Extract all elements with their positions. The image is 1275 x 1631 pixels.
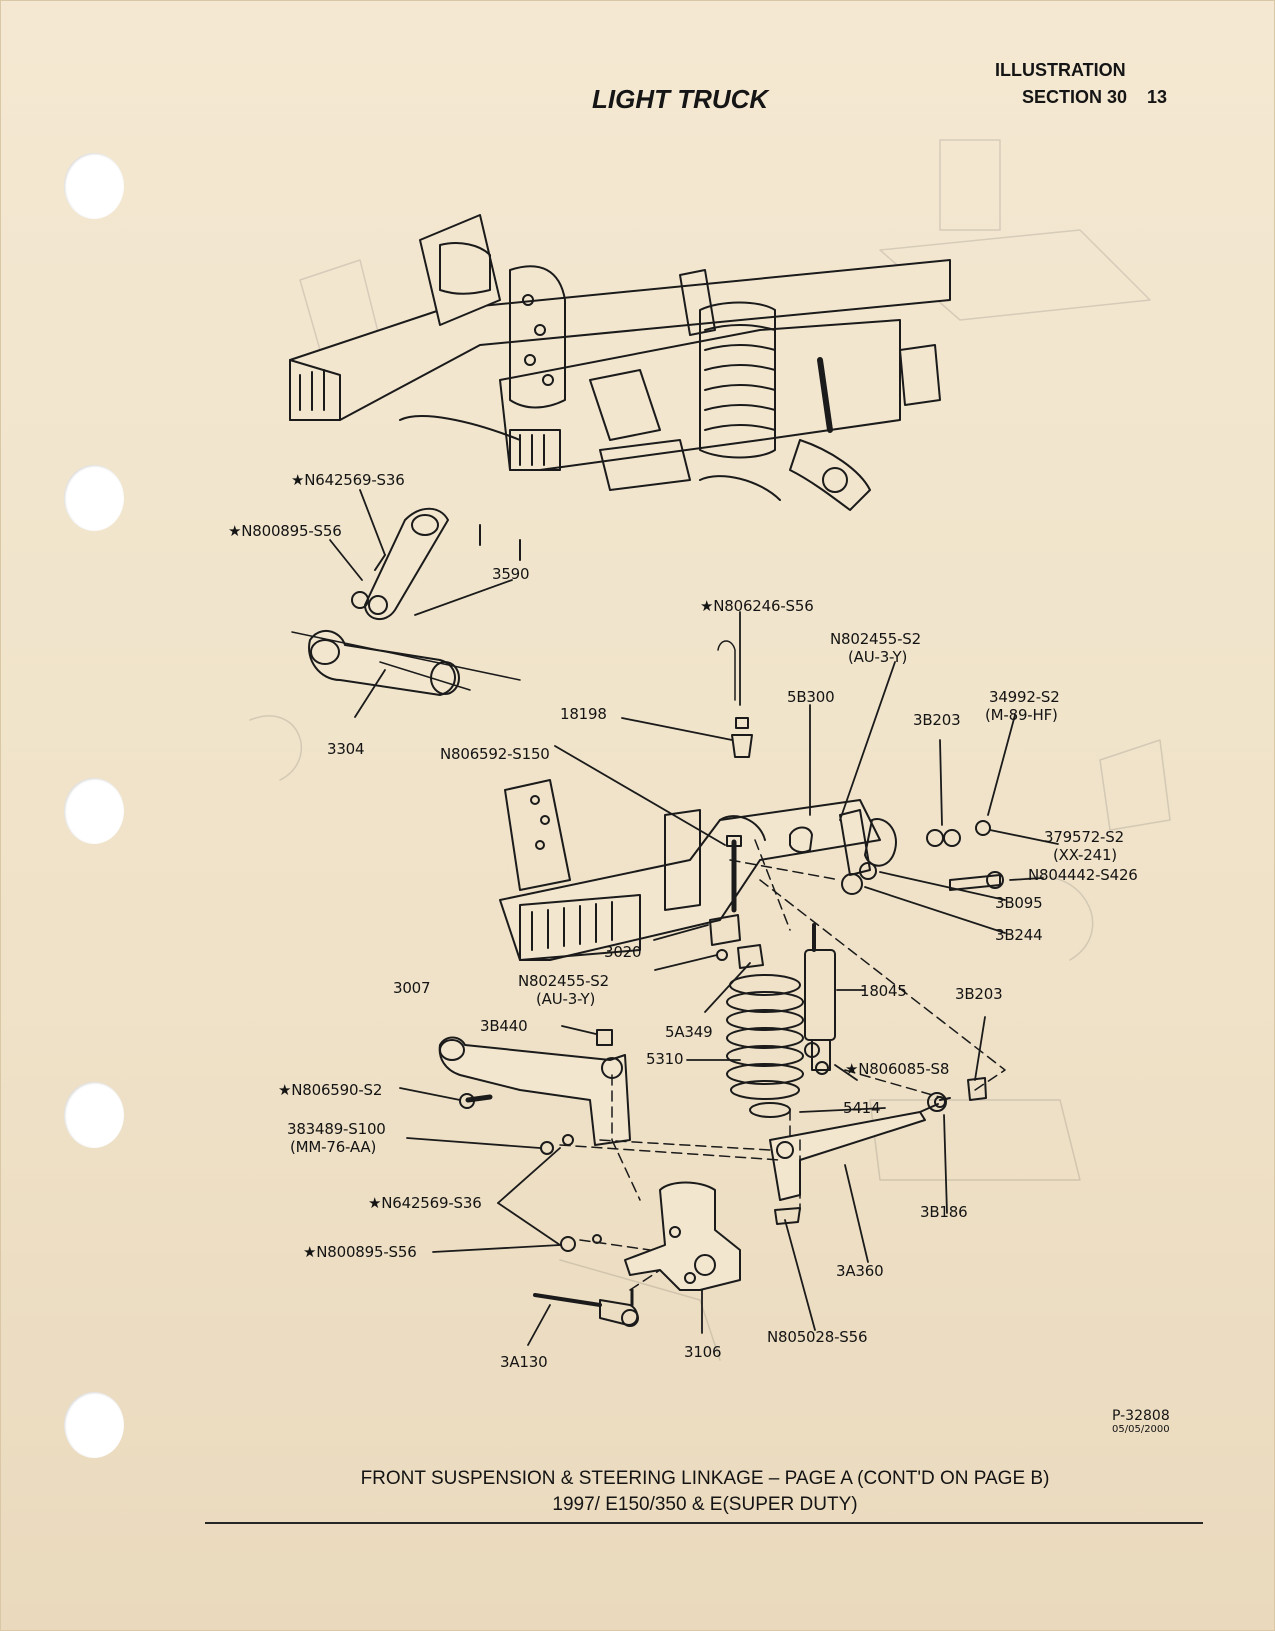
binder-hole-1 bbox=[64, 153, 124, 219]
callout-n802455-s2-upper: N802455-S2 bbox=[830, 630, 921, 648]
callout-383489-s100-note: (MM-76-AA) bbox=[290, 1138, 377, 1156]
rebound-bumper bbox=[731, 717, 753, 758]
cam-bolt bbox=[465, 1094, 493, 1103]
callout-n802455-s2-lower-note: (AU-3-Y) bbox=[536, 990, 596, 1008]
callout-3a130: 3A130 bbox=[500, 1353, 548, 1371]
spindle bbox=[624, 1181, 741, 1291]
callout-n800895-s56-lower: ★N800895-S56 bbox=[303, 1243, 417, 1261]
callout-3106: 3106 bbox=[684, 1343, 722, 1361]
pitman-arm-group bbox=[291, 507, 521, 696]
callout-379572-s2-note: (XX-241) bbox=[1053, 846, 1117, 864]
plate-number: P-32808 bbox=[1112, 1408, 1170, 1424]
callout-n804442-s426: N804442-S426 bbox=[1028, 866, 1138, 884]
footer-rule bbox=[205, 1522, 1203, 1524]
callout-n802455-s2-lower: N802455-S2 bbox=[518, 972, 609, 990]
callout-n642569-s36-upper: ★N642569-S36 bbox=[291, 471, 405, 489]
callout-5a349: 5A349 bbox=[665, 1023, 713, 1041]
callout-3b186: 3B186 bbox=[920, 1203, 968, 1221]
callout-3b203-lower: 3B203 bbox=[955, 985, 1003, 1003]
callout-3304: 3304 bbox=[327, 740, 365, 758]
jounce-bumper bbox=[709, 914, 741, 946]
lower-bushing bbox=[967, 1077, 987, 1101]
assembled-frame-view bbox=[289, 214, 951, 561]
spring-seat bbox=[749, 1102, 791, 1118]
coil-spring bbox=[726, 974, 804, 1100]
section-label: SECTION 30 bbox=[1022, 87, 1128, 107]
tie-rod-end bbox=[533, 1288, 639, 1327]
leader-lines bbox=[329, 489, 1059, 1346]
callout-383489-s100: 383489-S100 bbox=[287, 1120, 386, 1138]
callout-n800895-s56-upper: ★N800895-S56 bbox=[228, 522, 342, 540]
show-through-artwork bbox=[249, 139, 1171, 1361]
callout-n806592-s150: N806592-S150 bbox=[440, 745, 550, 763]
binder-hole-5 bbox=[64, 1392, 124, 1458]
callout-3007: 3007 bbox=[393, 979, 431, 997]
page-number: 13 bbox=[1147, 87, 1168, 107]
callout-3b440: 3B440 bbox=[480, 1017, 528, 1035]
callout-n802455-s2-upper-note: (AU-3-Y) bbox=[848, 648, 908, 666]
binder-hole-4 bbox=[64, 1082, 124, 1148]
callout-3b244: 3B244 bbox=[995, 926, 1043, 944]
callout-n806246-s56: ★N806246-S56 bbox=[700, 597, 814, 615]
callout-3020: 3020 bbox=[604, 943, 642, 961]
callout-3a360: 3A360 bbox=[836, 1262, 884, 1280]
figure-caption-line-2: 1997/ E150/350 & E(SUPER DUTY) bbox=[552, 1494, 858, 1515]
callout-3b203-upper: 3B203 bbox=[913, 711, 961, 729]
illustration-heading: ILLUSTRATION bbox=[995, 60, 1126, 80]
upper-control-arm bbox=[438, 1036, 631, 1146]
figure-caption-line-1: FRONT SUSPENSION & STEERING LINKAGE – PA… bbox=[360, 1468, 1050, 1489]
exploded-frame-section bbox=[499, 779, 897, 961]
callout-n805028-s56: N805028-S56 bbox=[767, 1328, 868, 1346]
callout-3b095: 3B095 bbox=[995, 894, 1043, 912]
shock-absorber bbox=[804, 923, 836, 1075]
ball-joint bbox=[596, 1029, 613, 1046]
callout-n642569-s36-lower: ★N642569-S36 bbox=[368, 1194, 482, 1212]
callout-5414: 5414 bbox=[843, 1099, 881, 1117]
callout-n806085-s8: ★N806085-S8 bbox=[845, 1060, 950, 1078]
bushing-stack bbox=[841, 820, 1004, 895]
callout-18045: 18045 bbox=[860, 982, 907, 1000]
callout-34992-s2-note: (M-89-HF) bbox=[985, 706, 1058, 724]
spring-insulator bbox=[737, 944, 764, 969]
callout-379572-s2: 379572-S2 bbox=[1044, 828, 1124, 846]
section-heading: SECTION 30 13 bbox=[1022, 87, 1167, 108]
binder-hole-2 bbox=[64, 465, 124, 531]
callout-5b300: 5B300 bbox=[787, 688, 835, 706]
assembly-lines bbox=[559, 839, 1006, 1291]
callout-n806590-s2: ★N806590-S2 bbox=[278, 1081, 383, 1099]
binder-hole-3 bbox=[64, 778, 124, 844]
callout-3590: 3590 bbox=[492, 565, 530, 583]
plate-date: 05/05/2000 bbox=[1112, 1424, 1170, 1435]
page-title: LIGHT TRUCK bbox=[592, 84, 769, 114]
callout-18198: 18198 bbox=[560, 705, 607, 723]
callout-5310: 5310 bbox=[646, 1050, 684, 1068]
callout-34992-s2: 34992-S2 bbox=[989, 688, 1060, 706]
